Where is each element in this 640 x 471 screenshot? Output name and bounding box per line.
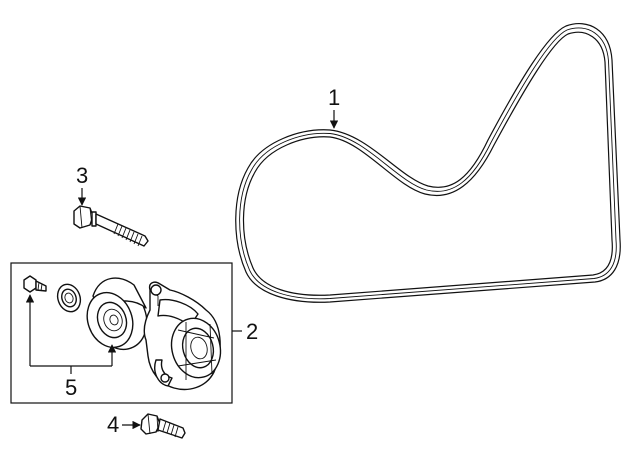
callout-2-label: 2 <box>246 319 258 344</box>
callout-1-label: 1 <box>328 85 340 110</box>
callout-5-label: 5 <box>65 375 77 400</box>
pulley-bolt[interactable] <box>23 275 47 293</box>
belt-tensioner[interactable] <box>143 281 227 391</box>
callout-4-label: 4 <box>107 412 119 437</box>
callout-3-label: 3 <box>76 163 88 188</box>
pulley-dust-cap[interactable] <box>54 281 84 315</box>
tensioner-assembly-box <box>10 262 233 404</box>
tensioner-mounting-bolt[interactable] <box>140 413 186 439</box>
tensioner-bolt[interactable] <box>73 205 149 247</box>
idler-pulley[interactable] <box>80 277 156 357</box>
drive-belt[interactable] <box>235 23 621 303</box>
